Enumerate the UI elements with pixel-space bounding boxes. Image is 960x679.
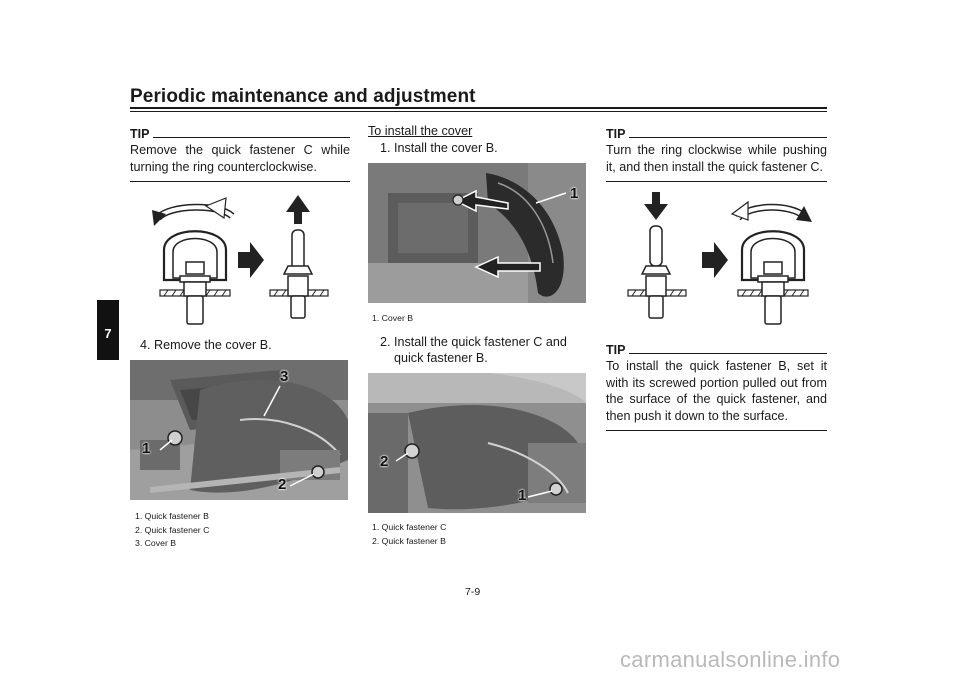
tip-text: Turn the ring clockwise while pushing it…	[606, 143, 827, 174]
page-number: 7-9	[465, 586, 481, 598]
step-install-fasteners: 2. Install the quick fastener C and quic…	[380, 334, 567, 366]
step-install-cover-b: 1. Install the cover B.	[380, 141, 498, 155]
photo-label-1: 1	[142, 440, 151, 457]
caption-item: 2. Quick fastener B	[372, 535, 446, 546]
tip-box-install-fastener-c: TIP Turn the ring clockwise while pushin…	[606, 127, 827, 182]
fastener-removal-diagram	[152, 195, 329, 325]
title-rule-thin	[130, 111, 827, 112]
chapter-number: 7	[104, 326, 112, 341]
photo-install-fasteners: 2 1	[368, 373, 586, 513]
photo-remove-cover-b: 1 2 3	[130, 360, 348, 500]
caption-item: 1. Quick fastener B	[135, 511, 209, 521]
tip-label: TIP	[130, 127, 150, 141]
photo3-captions: 1. Quick fastener C 2. Quick fastener B	[372, 521, 446, 548]
photo-label-1: 1	[570, 185, 579, 202]
chapter-tab: 7	[97, 300, 119, 360]
caption-item: 1. Quick fastener C	[372, 522, 447, 532]
tip-box-remove-fastener-c: TIP Remove the quick fastener C while tu…	[130, 127, 350, 182]
photo-label-2: 2	[278, 476, 287, 493]
tip-label: TIP	[606, 127, 626, 141]
caption-item: 2. Quick fastener C	[135, 524, 210, 535]
tip-text: Remove the quick fastener C while turnin…	[130, 143, 350, 174]
step-remove-cover-b: 4. Remove the cover B.	[140, 338, 272, 352]
caption-item: 3. Cover B	[135, 538, 177, 548]
photo-install-cover-b: 1	[368, 163, 586, 303]
photo1-captions: 1. Quick fastener B 2. Quick fastener C …	[135, 510, 209, 551]
photo-label-3: 3	[280, 368, 289, 385]
tip-box-install-fastener-b: TIP To install the quick fastener B, set…	[606, 343, 827, 431]
tip-label: TIP	[606, 343, 626, 357]
title-rule	[130, 107, 827, 109]
section-heading-install-cover: To install the cover	[368, 124, 473, 138]
step-line: quick fastener B.	[394, 351, 488, 365]
fastener-install-diagram	[627, 192, 812, 325]
photo-label-1: 1	[518, 487, 527, 504]
step-line: 2. Install the quick fastener C and	[380, 335, 567, 349]
page-title: Periodic maintenance and adjustment	[130, 86, 476, 107]
photo2-caption: 1. Cover B	[372, 313, 414, 323]
tip-text: To install the quick fastener B, set it …	[606, 359, 827, 423]
photo-label-2: 2	[380, 453, 389, 470]
watermark: carmanualsonline.info	[620, 647, 841, 672]
